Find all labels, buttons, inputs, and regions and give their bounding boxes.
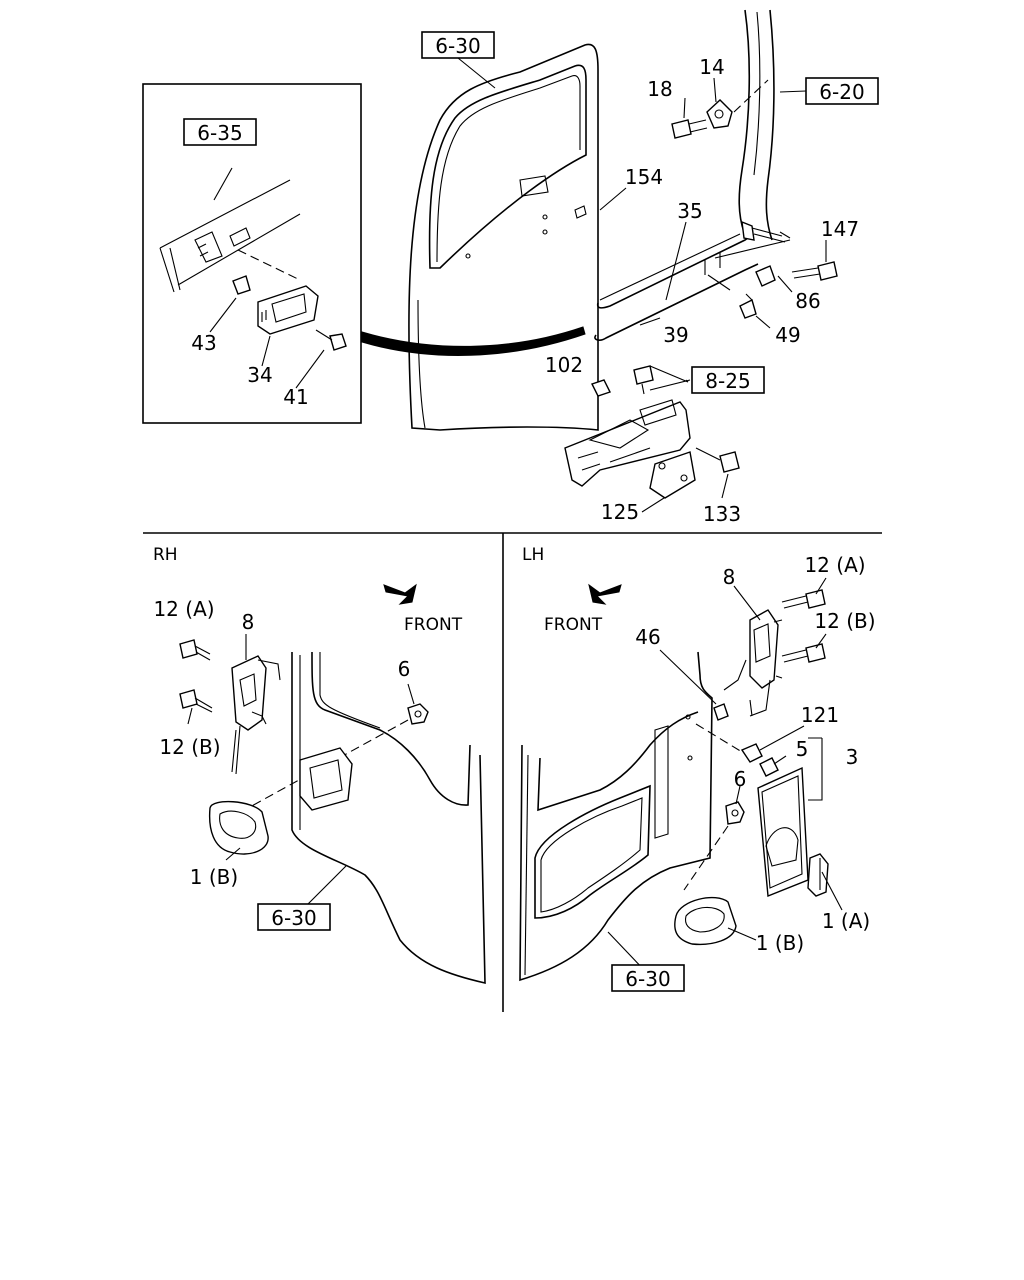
part-14-striker [706, 99, 733, 129]
part-12a-bolt-lh [781, 589, 826, 609]
part-5-lh [759, 757, 779, 777]
label-39: 39 [663, 323, 688, 347]
svg-text:6-35: 6-35 [197, 121, 242, 145]
label-133: 133 [703, 502, 741, 526]
ref-6-30-top: 6-30 [421, 31, 496, 89]
part-18-bolt [671, 119, 708, 139]
part-1b-escutcheon-lh [674, 896, 737, 946]
label-125: 125 [601, 500, 639, 524]
detail-pointer [361, 326, 586, 356]
label-18: 18 [647, 77, 672, 101]
part-49-clip [739, 293, 757, 319]
label-49: 49 [775, 323, 800, 347]
part-35-rod [596, 233, 753, 309]
part-86-clip [755, 265, 776, 287]
part-1a-pull-lh [807, 853, 829, 897]
ref-8-25: 8-25 [691, 366, 765, 394]
part-3-bracket-lh [757, 766, 809, 897]
door-panel-lh [519, 651, 713, 982]
front-arrow-rh [383, 583, 417, 605]
ref-6-20: 6-20 [779, 77, 879, 105]
door-panel-top [408, 43, 599, 431]
label-lh-1a: 1 (A) [822, 909, 870, 933]
part-133-bolt [695, 447, 740, 473]
svg-text:6-30: 6-30 [271, 906, 316, 930]
part-121-lh [740, 743, 763, 763]
label-14: 14 [699, 55, 724, 79]
svg-text:6-30: 6-30 [435, 34, 480, 58]
label-lh-46: 46 [635, 625, 660, 649]
part-8-latch-lh [723, 609, 783, 717]
svg-text:6-20: 6-20 [819, 80, 864, 104]
label-lh-6: 6 [734, 767, 747, 791]
label-86: 86 [795, 289, 820, 313]
label-lh-1b: 1 (B) [756, 931, 804, 955]
ref-6-30-rh: 6-30 [257, 903, 331, 931]
label-102: 102 [545, 353, 583, 377]
label-rh-12a: 12 (A) [153, 597, 214, 621]
door-pillar [738, 9, 775, 241]
part-147-bolt [791, 261, 838, 281]
part-1b-escutcheon-rh [208, 747, 353, 855]
label-lh-12a: 12 (A) [804, 553, 865, 577]
part-8-latch-rh [231, 655, 281, 775]
front-arrow-lh [588, 583, 622, 605]
ref-6-30-lh: 6-30 [611, 964, 685, 992]
label-rh-12b: 12 (B) [159, 735, 220, 759]
label-43: 43 [191, 331, 216, 355]
label-lh-3: 3 [846, 745, 859, 769]
label-rh-6: 6 [398, 657, 411, 681]
label-147: 147 [821, 217, 859, 241]
part-12b-bolt-lh [781, 643, 826, 663]
label-lh-121: 121 [801, 703, 839, 727]
part-8-25-screw [633, 365, 654, 395]
label-154: 154 [625, 165, 663, 189]
part-102-clip [591, 379, 611, 397]
door-panel-rh [291, 651, 486, 985]
part-12a-bolt-rh [179, 639, 211, 661]
label-lh-8: 8 [723, 565, 736, 589]
part-39-rod [594, 263, 759, 341]
label-34: 34 [247, 363, 272, 387]
label-rh-8: 8 [242, 610, 255, 634]
part-6-nut-rh [407, 703, 429, 725]
section-label-lh: LH [522, 545, 544, 565]
svg-text:6-30: 6-30 [625, 967, 670, 991]
label-lh-5: 5 [796, 737, 809, 761]
linkage-bracket [741, 220, 791, 243]
front-label-lh: FRONT [544, 615, 603, 635]
svg-text:8-25: 8-25 [705, 369, 750, 393]
front-label-rh: FRONT [404, 615, 463, 635]
ref-6-35: 6-35 [183, 118, 257, 146]
part-8-25-bezel [564, 399, 691, 487]
part-46-clip-lh [713, 703, 729, 721]
label-35: 35 [677, 199, 702, 223]
label-rh-1b: 1 (B) [190, 865, 238, 889]
part-125-bracket [649, 451, 696, 499]
section-label-rh: RH [153, 545, 178, 565]
part-12b-bolt-rh [179, 689, 213, 713]
part-6-nut-lh [725, 801, 745, 825]
label-41: 41 [283, 385, 308, 409]
label-lh-12b: 12 (B) [814, 609, 875, 633]
